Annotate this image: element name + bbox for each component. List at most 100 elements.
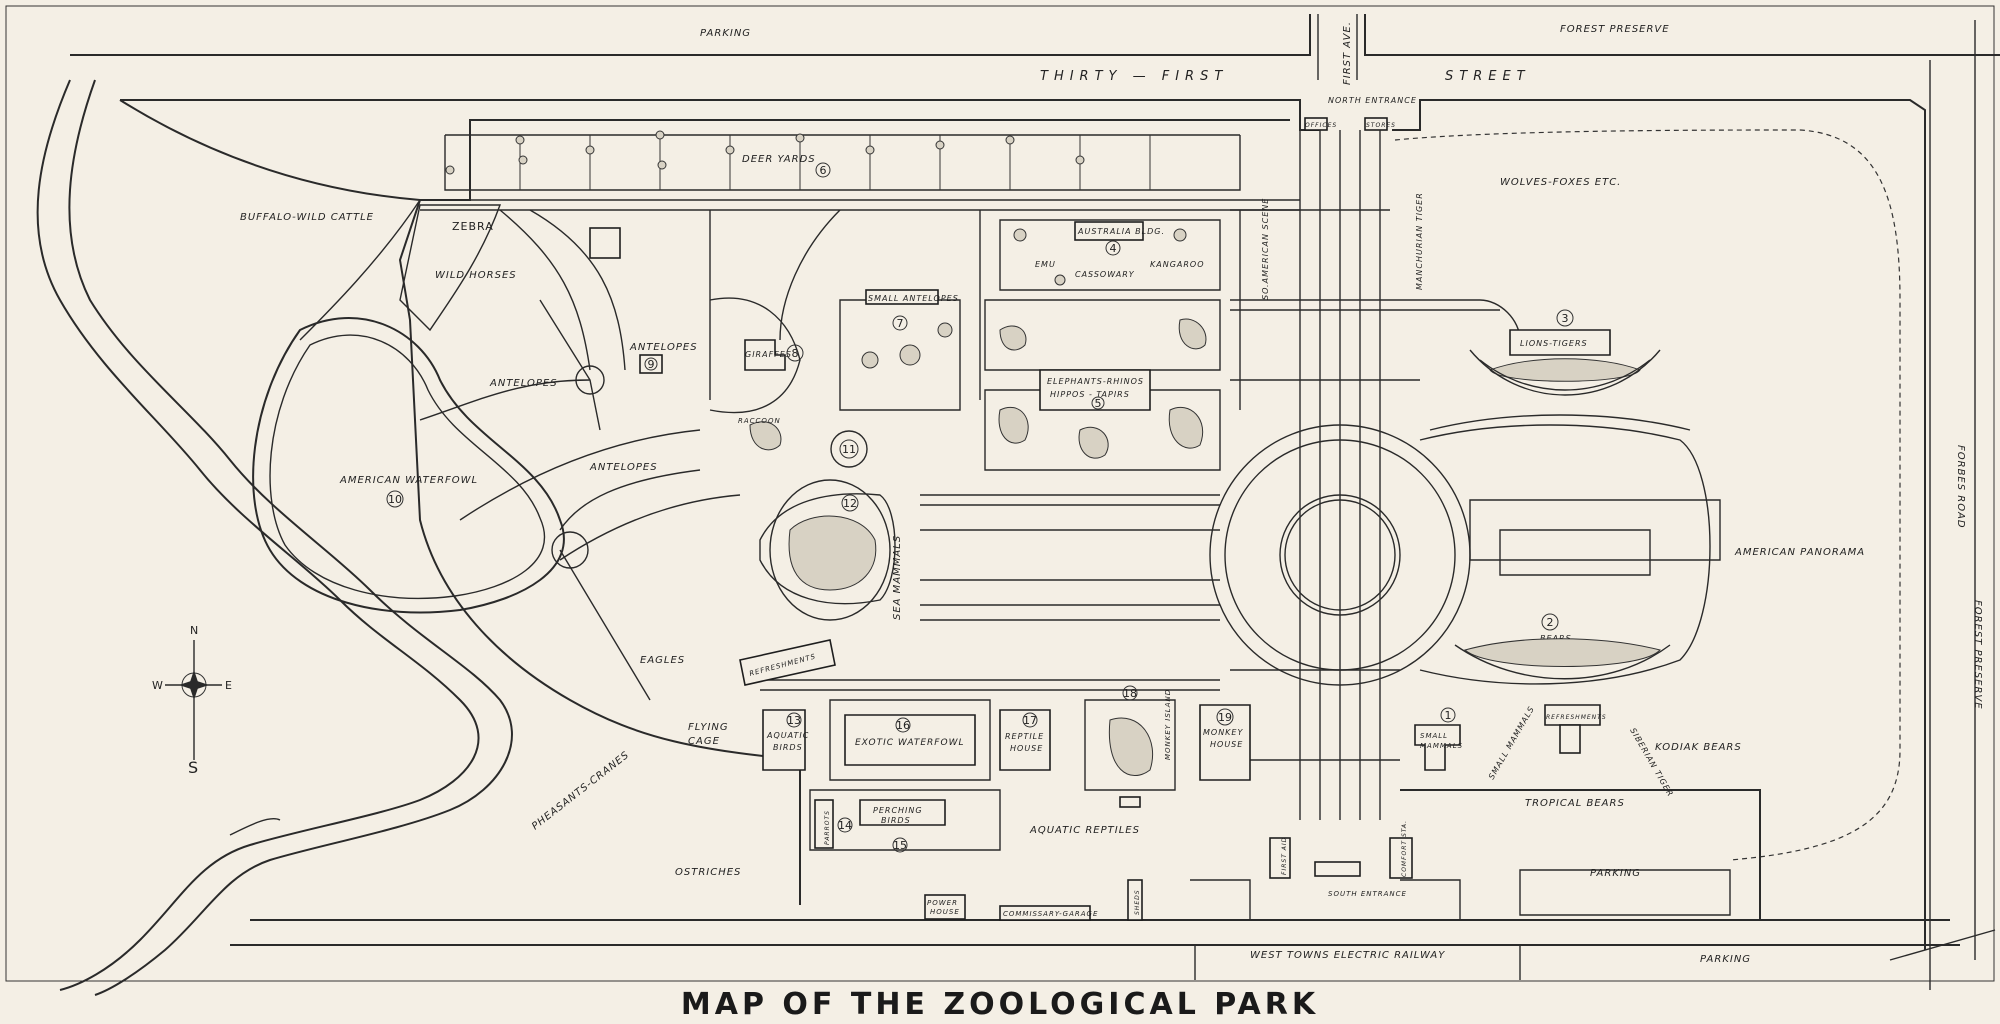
lions-tigers-label: LIONS-TIGERS <box>1520 339 1588 348</box>
commissary-garage[interactable]: COMMISSARY-GARAGE <box>999 905 1098 921</box>
emu-label: EMU <box>1035 260 1056 269</box>
raccoon-enclosure[interactable]: RACCOON <box>738 417 782 451</box>
power-house[interactable]: POWER HOUSE <box>924 894 966 920</box>
antelopes-label-2: ANTELOPES <box>629 342 698 353</box>
antelopes-label-3: ANTELOPES <box>589 462 658 473</box>
aquatic-reptiles-label: AQUATIC REPTILES <box>1029 825 1140 836</box>
first-ave-label: FIRST AVE. <box>1342 21 1353 85</box>
refreshments-east-label: REFRESHMENTS <box>1546 714 1607 721</box>
small-mammals-building[interactable]: SMALL MAMMALS 1 <box>1414 707 1463 771</box>
forest-preserve-top-label: FOREST PRESERVE <box>1560 24 1670 35</box>
marker-14: 14 <box>838 819 852 832</box>
west-plaza-circle <box>551 531 589 569</box>
antelopes-label-1: ANTELOPES <box>489 378 558 389</box>
north-entrance[interactable]: NORTH ENTRANCE OFFICES STORES <box>1304 96 1417 131</box>
monkey-island[interactable]: 18 MONKEY ISLAND <box>1084 685 1176 791</box>
south-entrance[interactable]: FIRST AID COMFORT STA. SOUTH ENTRANCE <box>1190 820 1461 920</box>
power-house-label-1: POWER <box>927 899 958 907</box>
elephants-label-2: HIPPOS - TAPIRS <box>1050 390 1130 399</box>
parking-south-lot <box>1519 869 1731 916</box>
antelope-shelter-9[interactable]: 9 <box>639 354 663 374</box>
perching-birds-building[interactable]: PERCHING BIRDS PARROTS 14 15 <box>809 789 1001 853</box>
cassowary-label: CASSOWARY <box>1075 270 1135 279</box>
monkey-house[interactable]: 19 MONKEY HOUSE <box>1199 704 1251 781</box>
monkey-house-label-1: MONKEY <box>1203 728 1243 737</box>
sea-mammals-label: SEA MAMMALS <box>892 535 903 620</box>
marker-8: 8 <box>792 347 799 360</box>
small-mammals-label-2: MAMMALS <box>1420 742 1463 750</box>
small-antelopes-yard[interactable]: SMALL ANTELOPES 7 <box>839 289 961 411</box>
map-title: MAP OF THE ZOOLOGICAL PARK <box>681 987 1319 1022</box>
marker-10: 10 <box>388 493 402 506</box>
american-waterfowl-label: AMERICAN WATERFOWL <box>339 475 478 486</box>
marker-5: 5 <box>1095 397 1102 410</box>
forbes-road-label: FORBES ROAD <box>1955 445 1966 529</box>
manchurian-tiger-label: MANCHURIAN TIGER <box>1415 192 1424 290</box>
exotic-waterfowl-building[interactable]: 16 EXOTIC WATERFOWL <box>829 699 991 781</box>
sea-mammals-pool[interactable]: 12 SEA MAMMALS <box>759 479 903 621</box>
lions-tigers-building[interactable]: 3 LIONS-TIGERS <box>1469 309 1661 396</box>
compass-e: E <box>225 679 233 692</box>
reptile-house[interactable]: 17 REPTILE HOUSE <box>999 709 1051 771</box>
marker-17: 17 <box>1023 714 1037 727</box>
parking-south-label: PARKING <box>1590 868 1641 879</box>
forest-preserve-right-label: FOREST PRESERVE <box>1972 600 1983 710</box>
wolves-foxes-label: WOLVES-FOXES ETC. <box>1500 177 1621 188</box>
exhibit-11[interactable]: 11 <box>830 430 868 468</box>
kodiak-bears-label: KODIAK BEARS <box>1655 742 1742 753</box>
east-dashed-fence <box>1394 129 1901 861</box>
path-network <box>419 130 1721 820</box>
refreshments-west[interactable]: REFRESHMENTS <box>739 639 836 686</box>
zebra-pasture[interactable]: ZEBRA WILD HORSES <box>399 204 517 332</box>
central-plaza <box>1209 424 1471 686</box>
giraffe-yard <box>709 297 801 414</box>
monkey-house-label-2: HOUSE <box>1210 740 1243 749</box>
power-house-label-2: HOUSE <box>930 908 960 916</box>
reptile-house-label-2: HOUSE <box>1010 744 1043 753</box>
giraffes-label: GIRAFFES <box>745 350 792 359</box>
compass-n: N <box>190 624 199 637</box>
marker-18: 18 <box>1123 687 1137 700</box>
compass-rose: N S W E <box>152 624 233 777</box>
marker-2: 2 <box>1547 616 1554 629</box>
buffalo-label: BUFFALO-WILD CATTLE <box>240 212 374 223</box>
marker-1: 1 <box>1445 709 1452 722</box>
sheds-label: SHEDS <box>1134 889 1141 915</box>
eagles-label: EAGLES <box>640 655 685 666</box>
refreshments-east[interactable]: REFRESHMENTS <box>1544 704 1607 754</box>
aquatic-birds-building[interactable]: 13 AQUATIC BIRDS <box>762 709 809 771</box>
american-waterfowl-lake[interactable]: AMERICAN WATERFOWL 10 <box>252 317 565 614</box>
marker-19: 19 <box>1218 711 1232 724</box>
stores-label: STORES <box>1366 122 1396 129</box>
parking-top-label: PARKING <box>700 28 751 39</box>
south-east-boundary <box>1400 789 1761 920</box>
marker-7: 7 <box>897 317 904 330</box>
compass-w: W <box>152 679 164 692</box>
south-entrance-label: SOUTH ENTRANCE <box>1328 890 1407 898</box>
marker-16: 16 <box>896 719 910 732</box>
west-perimeter <box>119 99 1996 980</box>
sheds[interactable]: SHEDS <box>1127 879 1143 921</box>
marker-12: 12 <box>843 497 857 510</box>
wild-horses-label: WILD HORSES <box>435 270 517 281</box>
elephants-building[interactable]: ELEPHANTS-RHINOS HIPPOS - TAPIRS 5 <box>984 299 1221 471</box>
so-american-scene-label: SO.AMERICAN SCENE <box>1261 198 1270 300</box>
australia-label: AUSTRALIA BLDG. <box>1077 227 1165 236</box>
zebra-label: ZEBRA <box>452 220 494 233</box>
australia-building[interactable]: AUSTRALIA BLDG. 4 EMU CASSOWARY KANGAROO <box>999 219 1221 291</box>
bears-building[interactable]: 2 BEARS <box>1454 613 1671 680</box>
flying-cage-label-2: CAGE <box>688 736 720 747</box>
deer-yards[interactable]: DEER YARDS 6 <box>444 130 1241 191</box>
parrots-label: PARROTS <box>824 810 831 845</box>
small-mammals-label-1: SMALL <box>1420 732 1448 740</box>
reptile-house-label-1: REPTILE <box>1005 732 1044 741</box>
thirty-first-street-label: THIRTY — FIRST <box>1040 69 1228 84</box>
flying-cage-label-1: FLYING <box>688 722 729 733</box>
marker-4: 4 <box>1110 242 1117 255</box>
aquatic-birds-label-2: BIRDS <box>773 743 803 752</box>
marker-13: 13 <box>787 714 801 727</box>
marker-11: 11 <box>842 443 856 456</box>
small-antelopes-label: SMALL ANTELOPES <box>868 294 959 303</box>
american-panorama-label: AMERICAN PANORAMA <box>1734 547 1865 558</box>
